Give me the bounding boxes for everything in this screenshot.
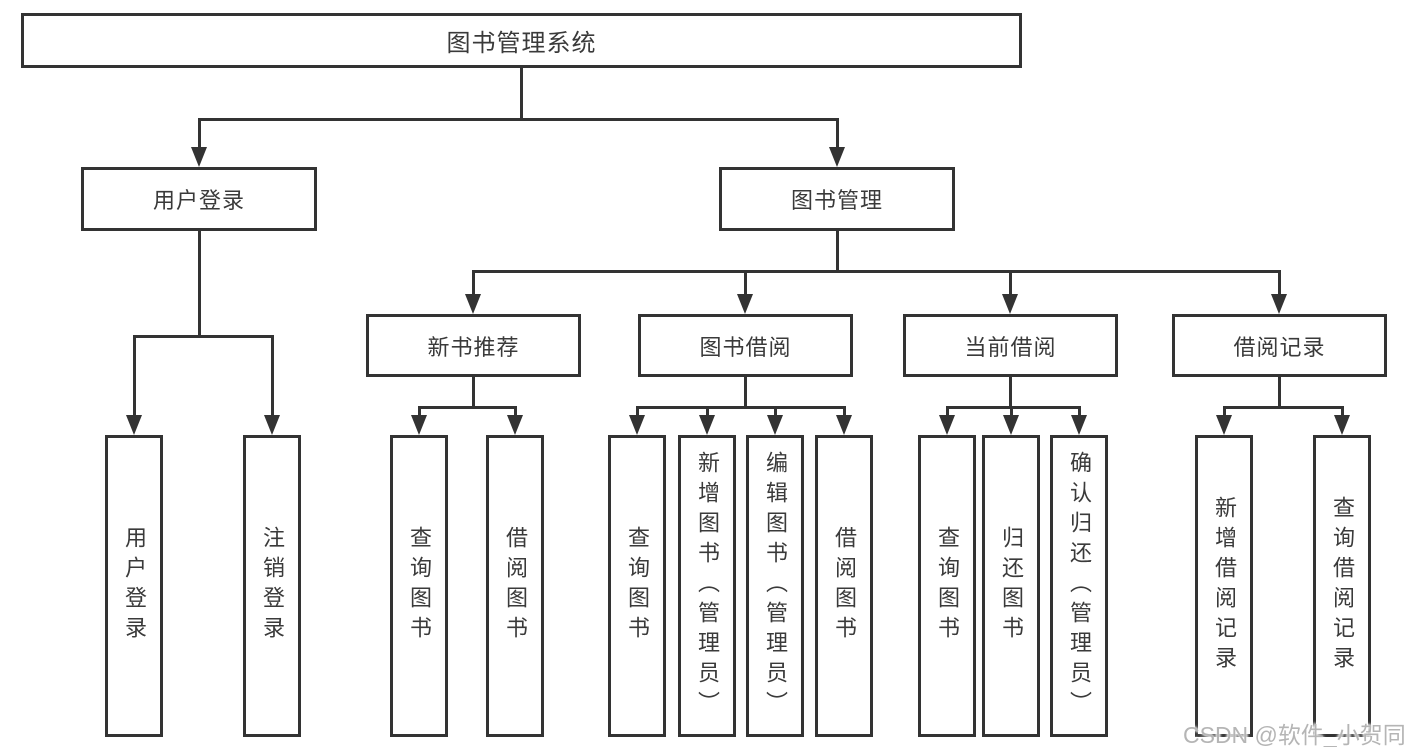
connector-trunk-line [1277, 377, 1281, 409]
leaf-query-books-borrowing: 查询图书 [608, 435, 666, 737]
connector-stub-line [842, 407, 846, 415]
arrow-down-icon [699, 415, 715, 435]
arrow-down-icon [1002, 294, 1018, 314]
node-label: 当前借阅 [964, 334, 1057, 360]
node-label: 新增图书（管理员） [695, 451, 720, 721]
node-label: 确认归还（管理员） [1067, 451, 1092, 721]
arrow-down-icon [1216, 415, 1232, 435]
node-label: 借阅图书 [503, 526, 528, 646]
node-user-login: 用户登录 [81, 167, 317, 231]
leaf-add-borrow-record: 新增借阅记录 [1195, 435, 1253, 737]
node-new-book-recommendation: 新书推荐 [366, 314, 581, 377]
node-label: 用户登录 [122, 526, 147, 646]
connector-branch-line [635, 405, 846, 409]
arrow-down-icon [767, 415, 783, 435]
connector-branch-line [197, 117, 839, 121]
arrow-down-icon [1003, 415, 1019, 435]
arrow-down-icon [507, 415, 523, 435]
connector-stub-line [743, 271, 747, 294]
arrow-down-icon [264, 415, 280, 435]
connector-stub-line [197, 119, 201, 147]
leaf-borrow-books-recommend: 借阅图书 [486, 435, 544, 737]
arrow-down-icon [1071, 415, 1087, 435]
connector-trunk-line [1008, 377, 1012, 409]
node-label: 图书借阅 [699, 334, 792, 360]
node-book-borrowing: 图书借阅 [638, 314, 853, 377]
connector-stub-line [835, 119, 839, 147]
connector-trunk-line [743, 377, 747, 409]
leaf-add-books-admin: 新增图书（管理员） [678, 435, 736, 737]
connector-trunk-line [519, 68, 523, 121]
node-label: 借阅记录 [1233, 334, 1326, 360]
node-label: 查询图书 [935, 526, 960, 646]
connector-trunk-line [835, 231, 839, 273]
leaf-query-books-recommend: 查询图书 [390, 435, 448, 737]
arrow-down-icon [939, 415, 955, 435]
node-book-management: 图书管理 [719, 167, 955, 231]
connector-stub-line [1277, 271, 1281, 294]
connector-stub-line [773, 407, 777, 415]
connector-branch-line [1222, 405, 1344, 409]
node-library-management-system: 图书管理系统 [21, 13, 1022, 68]
node-label: 新增借阅记录 [1212, 496, 1237, 676]
connector-branch-line [132, 334, 274, 338]
connector-stub-line [1077, 407, 1081, 415]
node-label: 借阅图书 [832, 526, 857, 646]
leaf-query-borrow-record: 查询借阅记录 [1313, 435, 1371, 737]
arrow-down-icon [126, 415, 142, 435]
node-label: 查询图书 [625, 526, 650, 646]
csdn-watermark: CSDN @软件_小贺同学 [1183, 722, 1405, 747]
arrow-down-icon [411, 415, 427, 435]
node-label: 新书推荐 [427, 334, 520, 360]
connector-trunk-line [197, 231, 201, 338]
node-label: 归还图书 [999, 526, 1024, 646]
arrow-down-icon [829, 147, 845, 167]
node-current-borrowing: 当前借阅 [903, 314, 1118, 377]
connector-branch-line [417, 405, 517, 409]
node-label: 查询借阅记录 [1330, 496, 1355, 676]
connector-stub-line [1009, 407, 1013, 415]
connector-stub-line [132, 336, 136, 415]
node-label: 查询图书 [407, 526, 432, 646]
arrow-down-icon [1334, 415, 1350, 435]
arrow-down-icon [629, 415, 645, 435]
node-borrowing-records: 借阅记录 [1172, 314, 1387, 377]
leaf-confirm-return-admin: 确认归还（管理员） [1050, 435, 1108, 737]
arrow-down-icon [836, 415, 852, 435]
node-label: 注销登录 [260, 526, 285, 646]
connector-stub-line [270, 336, 274, 415]
connector-stub-line [471, 271, 475, 294]
connector-trunk-line [471, 377, 475, 409]
connector-stub-line [1008, 271, 1012, 294]
connector-branch-line [945, 405, 1081, 409]
arrow-down-icon [1271, 294, 1287, 314]
connector-stub-line [513, 407, 517, 415]
node-label: 图书管理 [790, 188, 883, 213]
node-label: 用户登录 [152, 188, 245, 213]
arrow-down-icon [191, 147, 207, 167]
connector-stub-line [1222, 407, 1226, 415]
connector-stub-line [705, 407, 709, 415]
leaf-edit-books-admin: 编辑图书（管理员） [746, 435, 804, 737]
arrow-down-icon [465, 294, 481, 314]
connector-branch-line [471, 269, 1281, 273]
leaf-borrow-books-borrowing: 借阅图书 [815, 435, 873, 737]
connector-stub-line [1340, 407, 1344, 415]
node-label: 编辑图书（管理员） [763, 451, 788, 721]
leaf-return-books: 归还图书 [982, 435, 1040, 737]
connector-stub-line [945, 407, 949, 415]
leaf-logout: 注销登录 [243, 435, 301, 737]
node-label: 图书管理系统 [446, 30, 597, 57]
arrow-down-icon [737, 294, 753, 314]
connector-stub-line [635, 407, 639, 415]
connector-stub-line [417, 407, 421, 415]
leaf-query-books-current: 查询图书 [918, 435, 976, 737]
leaf-user-login: 用户登录 [105, 435, 163, 737]
